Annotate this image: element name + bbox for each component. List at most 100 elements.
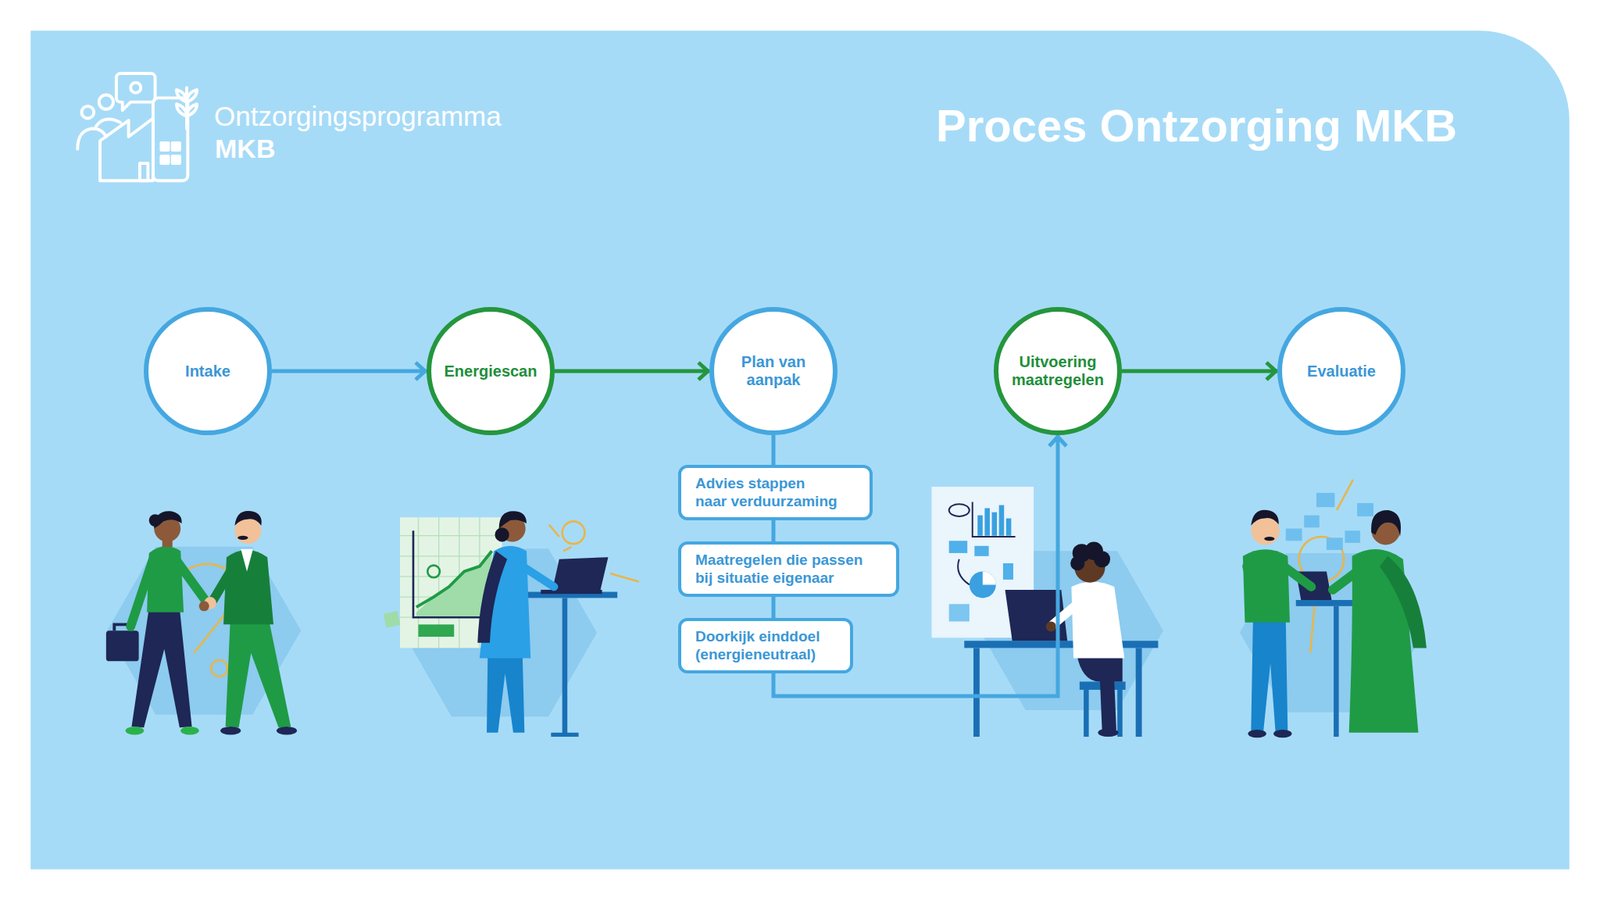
advice-box: Advies stappen naar verduurzaming <box>678 464 873 521</box>
evaluation-illustration-part <box>1247 729 1267 738</box>
execution-illustration-part <box>984 507 990 536</box>
energy-scan-illustration-part <box>416 550 493 618</box>
handshake-illustration-part <box>276 726 297 735</box>
handshake-illustration-part <box>149 514 162 527</box>
energy-scan-illustration-part <box>477 550 508 643</box>
evaluation-illustration-part <box>1310 479 1354 654</box>
energy-scan-illustration-part <box>494 527 509 542</box>
handshake-illustration-part <box>240 549 254 572</box>
execution-illustration-part <box>1006 518 1012 536</box>
logo-icon-part <box>172 142 180 150</box>
advice-box: Maatregelen die passen bij situatie eige… <box>678 541 900 597</box>
energy-scan-illustration-part <box>383 610 401 629</box>
energy-scan-illustration-part <box>540 589 602 594</box>
logo-icon-part <box>77 128 107 150</box>
logo-icon-part <box>139 163 148 181</box>
circle-outline <box>1279 309 1404 433</box>
execution-illustration-part <box>1093 550 1111 568</box>
handshake-illustration-part <box>220 726 241 735</box>
evaluation-illustration-part <box>1264 536 1275 541</box>
handshake-illustration-part <box>237 535 248 540</box>
energy-scan-illustration-part <box>427 565 440 579</box>
handshake-illustration-part <box>131 607 192 728</box>
execution-illustration-part <box>1097 728 1118 737</box>
flow-connector <box>554 362 710 380</box>
step-label: Plan van aanpak <box>726 353 821 390</box>
execution-illustration-part <box>982 571 997 585</box>
background-part <box>30 30 1570 870</box>
execution-illustration-part <box>992 512 998 536</box>
evaluation-illustration-part <box>1283 566 1311 587</box>
diagram-title: Proces Ontzorging MKB <box>935 98 1458 154</box>
evaluation-illustration-part <box>1344 530 1361 543</box>
logo-icon-part <box>130 82 141 93</box>
execution-illustration-part <box>1070 556 1085 571</box>
evaluation-illustration-part <box>1273 729 1293 738</box>
step-label: Evaluatie <box>1286 362 1397 381</box>
execution-illustration-part <box>1117 689 1123 737</box>
execution-illustration-part <box>949 540 968 554</box>
energy-scan-illustration-part <box>416 550 493 608</box>
evaluation-illustration-part <box>1303 515 1320 529</box>
flow-connector <box>1121 362 1278 380</box>
flow-line <box>1121 369 1278 374</box>
background <box>30 30 1570 870</box>
energy-scan-illustration-part <box>486 653 525 733</box>
evaluation-illustration-part <box>1285 528 1303 542</box>
arrow-head <box>1049 436 1067 447</box>
logo-icon-part <box>96 119 121 127</box>
energy-scan-illustration-part <box>418 624 455 637</box>
energy-scan-illustration-part <box>499 510 527 529</box>
execution-illustration-part <box>949 603 970 622</box>
handshake-illustration <box>106 510 301 735</box>
evaluation-illustration-part <box>1333 606 1340 737</box>
box-text: Doorkijk einddoel (energieneutraal) <box>695 628 829 665</box>
step-label: Uitvoering maatregelen <box>1007 353 1109 390</box>
evaluation-illustration-part <box>1250 617 1288 733</box>
process-circle: Evaluatie <box>1277 307 1406 436</box>
circle-outline <box>996 309 1120 433</box>
circle-outline <box>428 309 553 433</box>
evaluation-illustration-part <box>1242 549 1290 622</box>
logo-icon-part <box>160 156 168 164</box>
evaluation-illustration <box>1239 479 1427 738</box>
step-label: Energiescan <box>435 362 546 381</box>
execution-illustration-part <box>973 647 980 737</box>
arrow-head <box>698 362 708 380</box>
box-text: Advies stappen naar verduurzaming <box>695 475 840 511</box>
handshake-illustration-part <box>125 726 145 735</box>
evaluation-illustration-part <box>1332 571 1358 590</box>
logo-icon-part <box>99 94 114 109</box>
evaluation-illustration-part <box>1326 537 1343 550</box>
logo-icon <box>77 73 197 181</box>
execution-illustration-part <box>1135 647 1143 737</box>
evaluation-illustration-part <box>1349 549 1419 733</box>
arrow-head <box>1266 362 1276 380</box>
handshake-illustration-part <box>180 726 200 735</box>
execution-illustration-part <box>977 515 983 536</box>
logo-text: Ontzorgingsprogramma <box>214 102 502 130</box>
energy-scan-illustration-part <box>552 557 609 592</box>
logo-icon-part <box>116 73 156 111</box>
logo-icon-part <box>100 118 154 182</box>
execution-illustration-part <box>974 546 989 557</box>
execution-illustration-part <box>1071 581 1125 658</box>
handshake-illustration-part <box>199 600 210 611</box>
logo-icon-part <box>176 89 197 117</box>
energy-scan-illustration-part <box>550 732 579 737</box>
logo-icon-part <box>185 87 189 129</box>
energy-scan-illustration-part <box>562 521 586 544</box>
flow-line <box>773 435 1058 697</box>
process-circle: Plan van aanpak <box>709 307 838 436</box>
evaluation-illustration-part <box>1316 492 1336 508</box>
evaluation-illustration-part <box>1371 510 1401 537</box>
execution-illustration-part <box>949 503 970 517</box>
execution-illustration-part <box>1083 689 1090 737</box>
flow-line <box>771 435 776 465</box>
circle-outline <box>146 309 270 433</box>
flow-line <box>271 369 427 374</box>
circle-outline <box>711 309 836 433</box>
flow-connector <box>773 596 775 618</box>
energy-scan-illustration <box>383 510 640 737</box>
